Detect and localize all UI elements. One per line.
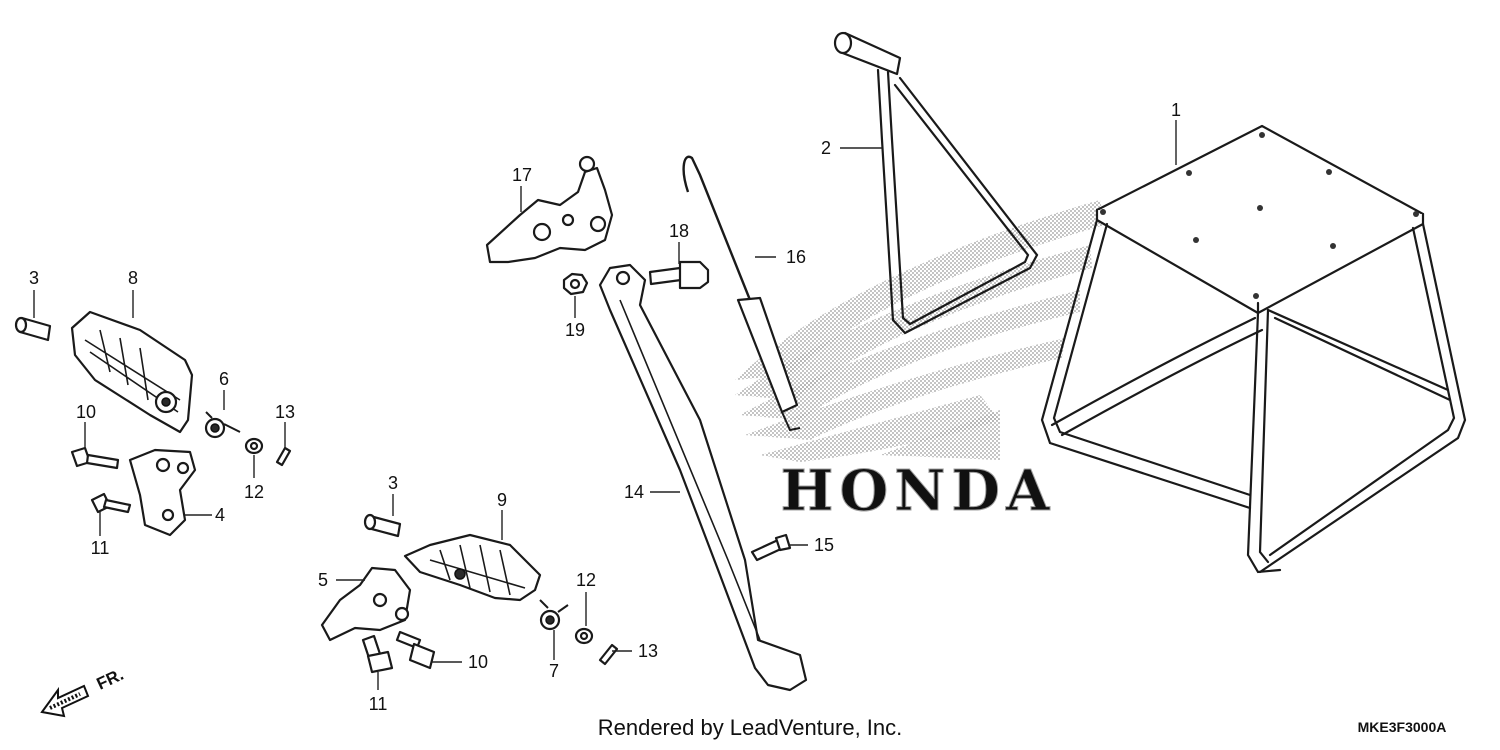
washer-part-12-left[interactable] (244, 437, 264, 455)
front-label: FR. (94, 665, 127, 694)
diagram-code: MKE3F3000A (1358, 719, 1447, 735)
front-direction-indicator: FR. (40, 665, 127, 718)
pivot-bolt-part-18[interactable] (648, 260, 710, 290)
bolt-part-10-middle[interactable] (395, 630, 436, 670)
callout-10-left[interactable]: 10 (76, 402, 96, 422)
spring-part-6[interactable] (204, 411, 241, 439)
callouts: 1 2 3 3 4 5 6 7 8 9 10 10 11 11 12 12 13… (29, 100, 1181, 714)
callout-2[interactable]: 2 (821, 138, 831, 158)
callout-18[interactable]: 18 (669, 221, 689, 241)
pin-part-3-middle[interactable] (363, 513, 402, 538)
honda-wing-watermark (735, 200, 1105, 462)
callout-9[interactable]: 9 (497, 490, 507, 510)
callout-16[interactable]: 16 (786, 247, 806, 267)
callout-3-middle[interactable]: 3 (388, 473, 398, 493)
bolt-part-15[interactable] (750, 533, 792, 562)
stand-bracket-part-17[interactable] (485, 155, 614, 264)
callout-8[interactable]: 8 (128, 268, 138, 288)
washer-part-12-middle[interactable] (574, 627, 594, 645)
spring-part-7[interactable] (539, 599, 569, 631)
box-stand-part-1[interactable] (1040, 124, 1467, 574)
pin-part-13-left[interactable] (275, 446, 292, 467)
callout-10-middle[interactable]: 10 (468, 652, 488, 672)
callout-13-left[interactable]: 13 (275, 402, 295, 422)
spring-part-16[interactable] (682, 155, 801, 432)
bolt-part-10-left[interactable] (70, 446, 120, 470)
nut-part-19[interactable] (562, 272, 589, 296)
callout-17[interactable]: 17 (512, 165, 532, 185)
callout-12-middle[interactable]: 12 (576, 570, 596, 590)
pin-part-3-left[interactable] (14, 316, 52, 342)
callout-12-left[interactable]: 12 (244, 482, 264, 502)
callout-3-left[interactable]: 3 (29, 268, 39, 288)
callout-15[interactable]: 15 (814, 535, 834, 555)
render-credit: Rendered by LeadVenture, Inc. (598, 715, 903, 740)
bolt-part-11-middle[interactable] (361, 634, 394, 674)
callout-14[interactable]: 14 (624, 482, 644, 502)
bracket-part-5[interactable] (320, 566, 412, 642)
callout-11-middle[interactable]: 11 (369, 694, 388, 714)
bolt-part-11-left[interactable] (90, 492, 132, 514)
callout-1[interactable]: 1 (1171, 100, 1181, 120)
callout-19[interactable]: 19 (565, 320, 585, 340)
bracket-part-4[interactable] (128, 448, 197, 537)
callout-11-left[interactable]: 11 (91, 538, 110, 558)
honda-watermark-text: HONDA (781, 458, 1056, 524)
callout-4[interactable]: 4 (215, 505, 225, 525)
footpeg-part-8[interactable] (70, 310, 194, 434)
lift-stand-part-2[interactable] (833, 31, 1039, 335)
pin-part-13-middle[interactable] (598, 643, 619, 666)
footpeg-part-9[interactable] (403, 533, 542, 602)
callout-13-middle[interactable]: 13 (638, 641, 658, 661)
side-stand-part-14[interactable] (598, 263, 808, 692)
leader-lines (33, 120, 1177, 690)
callout-6[interactable]: 6 (219, 369, 229, 389)
callout-5[interactable]: 5 (318, 570, 328, 590)
callout-7[interactable]: 7 (549, 661, 559, 681)
